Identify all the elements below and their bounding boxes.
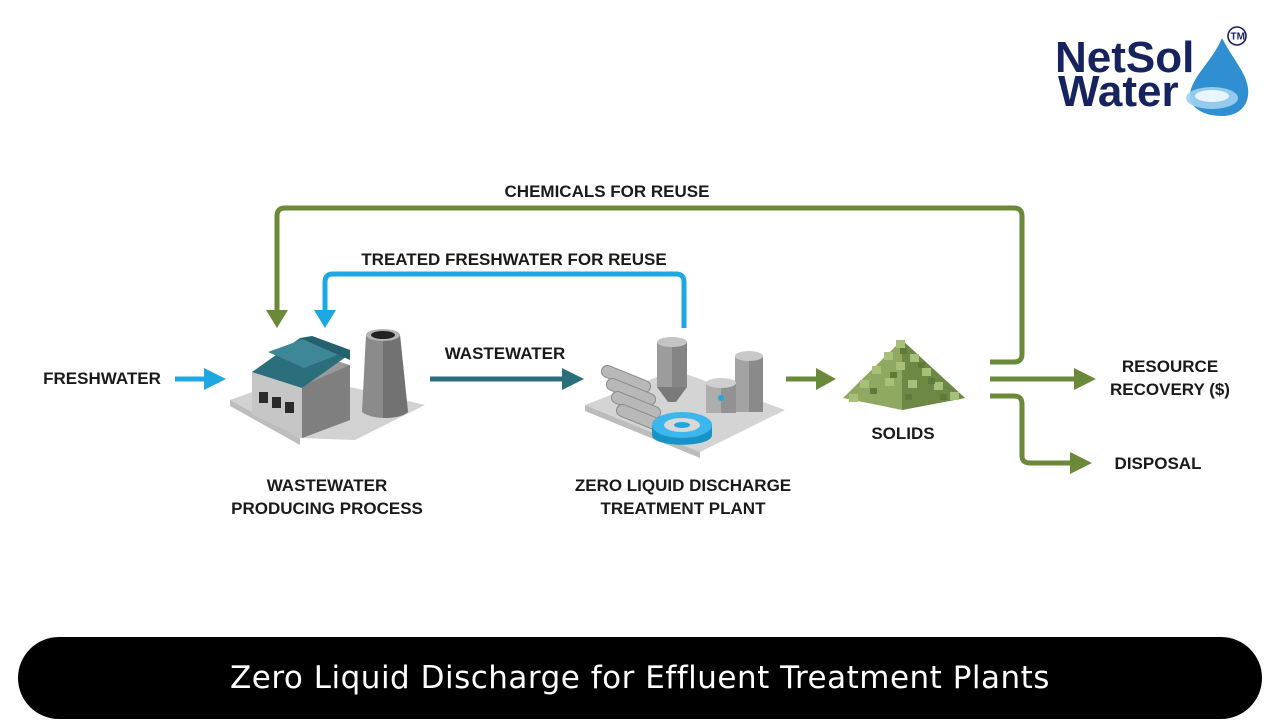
chemicals-arrowhead-icon [266, 310, 288, 328]
solids-pile-icon [843, 340, 965, 410]
disposal-label: DISPOSAL [1115, 454, 1202, 473]
zld-label-line1: ZERO LIQUID DISCHARGE [575, 476, 791, 495]
water-drop-icon [1186, 38, 1249, 116]
disposal-line [990, 393, 1072, 466]
treated-freshwater-label: TREATED FRESHWATER FOR REUSE [361, 250, 666, 269]
disposal-arrowhead-icon [1070, 452, 1092, 474]
logo-line1: NetSol [1055, 33, 1194, 82]
zld-treatment-plant-icon [585, 337, 785, 458]
resource-recovery-label-line2: RECOVERY ($) [1110, 380, 1230, 399]
factory-icon [230, 329, 425, 445]
zld-process-diagram: NetSol Water TM [43, 26, 1249, 518]
logo-line2: Water [1058, 67, 1179, 116]
wastewater-label: WASTEWATER [445, 344, 566, 363]
trademark-text: TM [1231, 32, 1245, 43]
resource-recovery-label-line1: RESOURCE [1122, 357, 1218, 376]
solids-label: SOLIDS [871, 424, 934, 443]
treated-freshwater-line [322, 271, 687, 328]
footer-title: Zero Liquid Discharge for Effluent Treat… [230, 660, 1050, 696]
trademark-icon [1227, 26, 1247, 46]
process-label-line1: WASTEWATER [267, 476, 388, 495]
resource-recovery-arrowhead-icon [1074, 368, 1096, 390]
treated-freshwater-arrowhead-icon [314, 310, 336, 328]
process-label-line2: PRODUCING PROCESS [231, 499, 423, 518]
netsol-water-logo: NetSol Water TM [1055, 26, 1249, 116]
freshwater-arrowhead-icon [204, 368, 226, 390]
solids-arrowhead-icon [816, 368, 836, 390]
freshwater-label: FRESHWATER [43, 369, 161, 388]
zld-label-line2: TREATMENT PLANT [601, 499, 767, 518]
chemicals-for-reuse-label: CHEMICALS FOR REUSE [505, 182, 710, 201]
wastewater-arrowhead-icon [562, 368, 584, 390]
chemicals-reuse-line [274, 205, 1025, 365]
footer-banner: Zero Liquid Discharge for Effluent Treat… [18, 637, 1262, 719]
